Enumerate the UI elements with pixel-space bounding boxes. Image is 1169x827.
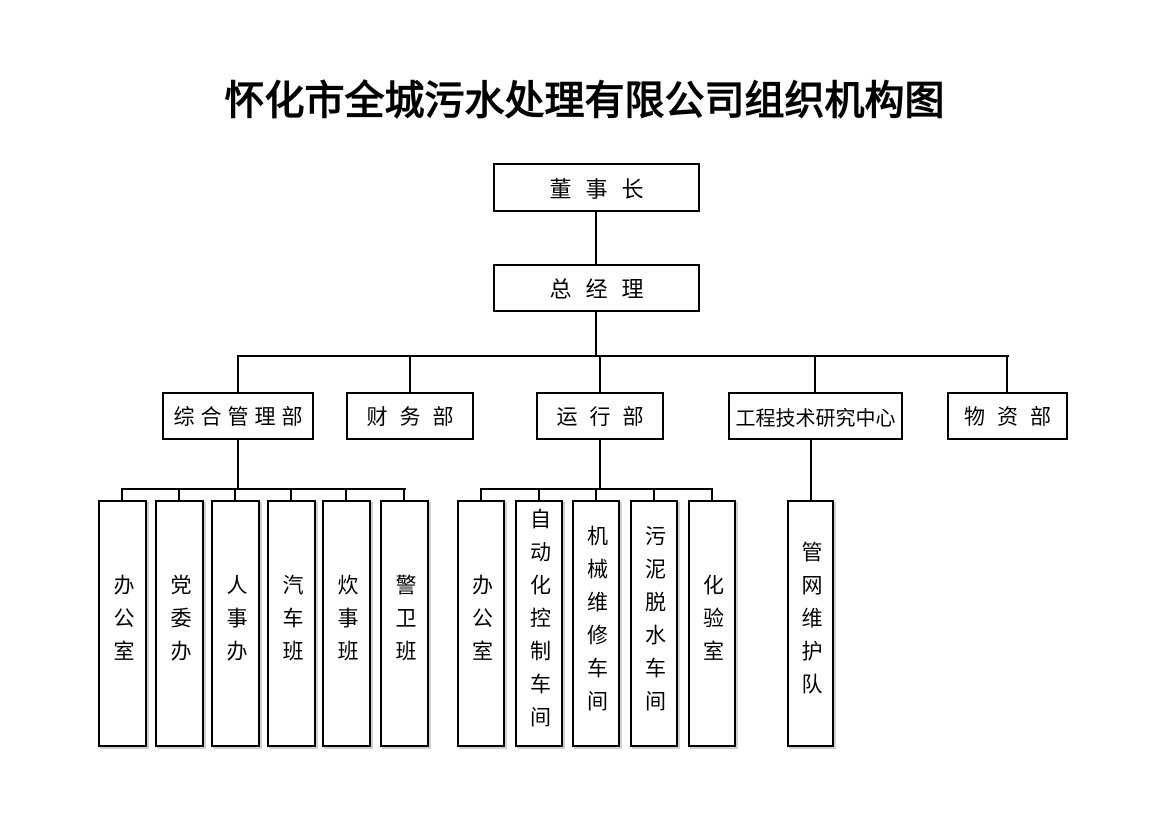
- unit-box-automation-control: 自动化控制车间: [515, 500, 563, 747]
- connector-drop-unit: [711, 488, 713, 501]
- connector-drop-dept-3: [599, 355, 601, 393]
- box-chairman: 董事长: [493, 163, 700, 212]
- unit-box-guard: 警卫班: [380, 500, 429, 747]
- unit-box-pipe-network-maintenance: 管网维护队: [787, 500, 834, 747]
- unit-label: 管网维护队: [799, 541, 823, 706]
- unit-box-mechanical-maintenance: 机械维修车间: [572, 500, 620, 747]
- unit-label: 办公室: [111, 574, 135, 673]
- dept-label: 工程技术研究中心: [735, 407, 896, 430]
- unit-label: 办公室: [469, 574, 494, 673]
- connector-drop-unit: [234, 488, 236, 501]
- unit-box-office-1: 办公室: [98, 500, 147, 747]
- page-title: 怀化市全城污水处理有限公司组织机构图: [224, 78, 945, 123]
- dept-label: 财务部: [366, 405, 466, 429]
- box-chairman-label: 董事长: [549, 176, 658, 202]
- unit-label: 自动化控制车间: [527, 508, 552, 739]
- connector-drop-dept-4: [814, 355, 816, 393]
- unit-label: 化验室: [700, 574, 725, 673]
- connector-drop-unit: [403, 488, 405, 501]
- connector-gm-bus: [595, 312, 597, 356]
- connector-drop-unit: [121, 488, 123, 501]
- connector-drop-unit: [290, 488, 292, 501]
- connector-drop-dept-1: [237, 355, 239, 393]
- dept-box-general-management: 综合管理部: [162, 392, 314, 440]
- unit-label: 炊事班: [335, 574, 359, 673]
- connector-drop-unit: [345, 488, 347, 501]
- unit-box-kitchen: 炊事班: [322, 500, 371, 747]
- unit-box-office-2: 办公室: [457, 500, 505, 747]
- connector-drop-unit: [653, 488, 655, 501]
- dept-label: 运行部: [556, 405, 656, 429]
- unit-label: 污泥脱水车间: [642, 524, 667, 723]
- connector-ops-dept-down: [599, 440, 601, 490]
- dept-label: 综合管理部: [173, 405, 309, 429]
- dept-box-materials: 物资部: [947, 392, 1068, 440]
- unit-box-personnel: 人事办: [211, 500, 260, 747]
- dept-box-engineering-research-center: 工程技术研究中心: [728, 392, 903, 440]
- unit-box-laboratory: 化验室: [688, 500, 736, 747]
- connector-gm-dept-down: [237, 440, 239, 490]
- unit-label: 警卫班: [393, 574, 417, 673]
- connector-drop-dept-5: [1006, 355, 1008, 393]
- box-general-manager-label: 总经理: [549, 277, 658, 302]
- unit-label: 人事办: [224, 574, 248, 673]
- connector-drop-unit: [178, 488, 180, 501]
- dept-box-finance: 财务部: [346, 392, 474, 440]
- dept-label: 物资部: [964, 405, 1063, 429]
- unit-label: 汽车班: [280, 574, 304, 673]
- connector-erc-down: [810, 440, 812, 502]
- connector-drop-dept-2: [409, 355, 411, 393]
- connector-drop-unit: [480, 488, 482, 501]
- unit-box-motor-pool: 汽车班: [267, 500, 316, 747]
- box-general-manager: 总经理: [493, 264, 700, 312]
- connector-chairman-gm: [595, 212, 597, 264]
- connector-left-bus: [122, 488, 406, 490]
- connector-drop-unit: [595, 488, 597, 501]
- unit-box-party-committee: 党委办: [155, 500, 204, 747]
- connector-dept-bus: [237, 355, 1009, 357]
- unit-label: 机械维修车间: [584, 524, 609, 723]
- unit-label: 党委办: [168, 574, 192, 673]
- dept-box-operations: 运行部: [536, 392, 664, 440]
- connector-drop-unit: [538, 488, 540, 501]
- unit-box-sludge-dewatering: 污泥脱水车间: [630, 500, 678, 747]
